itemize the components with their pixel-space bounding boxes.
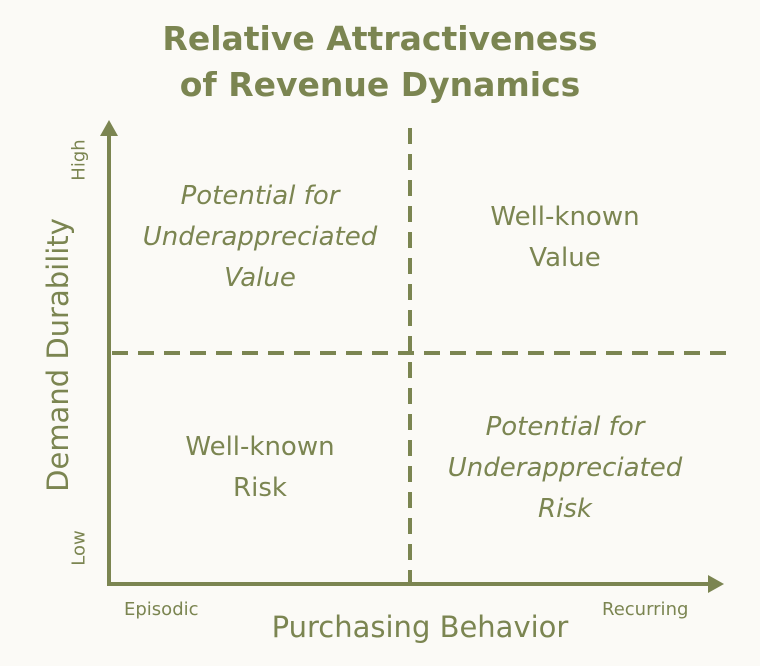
quadrant-bottom-right-line-3: Risk xyxy=(538,494,592,524)
quadrant-top-right: Well-known Value xyxy=(412,197,718,279)
quadrant-top-right-line-2: Value xyxy=(529,243,601,273)
x-axis-high-label: Recurring xyxy=(602,599,689,620)
quadrant-bottom-left-line-1: Well-known xyxy=(185,432,335,462)
quadrant-top-left: Potential for Underappreciated Value xyxy=(110,176,410,299)
quadrant-top-left-line-3: Value xyxy=(224,263,296,293)
title-line-2: of Revenue Dynamics xyxy=(179,65,581,104)
chart-title: Relative Attractiveness of Revenue Dynam… xyxy=(0,16,760,108)
quadrant-bottom-left-line-2: Risk xyxy=(233,473,287,503)
y-axis-high-label: High xyxy=(68,139,90,181)
quadrant-bottom-right-line-2: Underappreciated xyxy=(447,453,683,483)
x-axis-low-label: Episodic xyxy=(124,599,199,620)
y-axis-arrow-icon xyxy=(100,120,118,136)
title-line-1: Relative Attractiveness xyxy=(162,19,598,58)
y-axis-title: Demand Durability xyxy=(41,218,75,492)
quadrant-bottom-left: Well-known Risk xyxy=(110,427,410,509)
quadrant-bottom-right: Potential for Underappreciated Risk xyxy=(412,407,718,530)
x-axis-title: Purchasing Behavior xyxy=(271,610,569,644)
quadrant-bottom-right-line-1: Potential for xyxy=(485,412,645,442)
quadrant-top-right-line-1: Well-known xyxy=(490,202,640,232)
y-axis-low-label: Low xyxy=(68,530,90,566)
quadrant-top-left-line-1: Potential for xyxy=(180,181,340,211)
quadrant-top-left-line-2: Underappreciated xyxy=(142,222,378,252)
x-axis-arrow-icon xyxy=(708,575,724,593)
